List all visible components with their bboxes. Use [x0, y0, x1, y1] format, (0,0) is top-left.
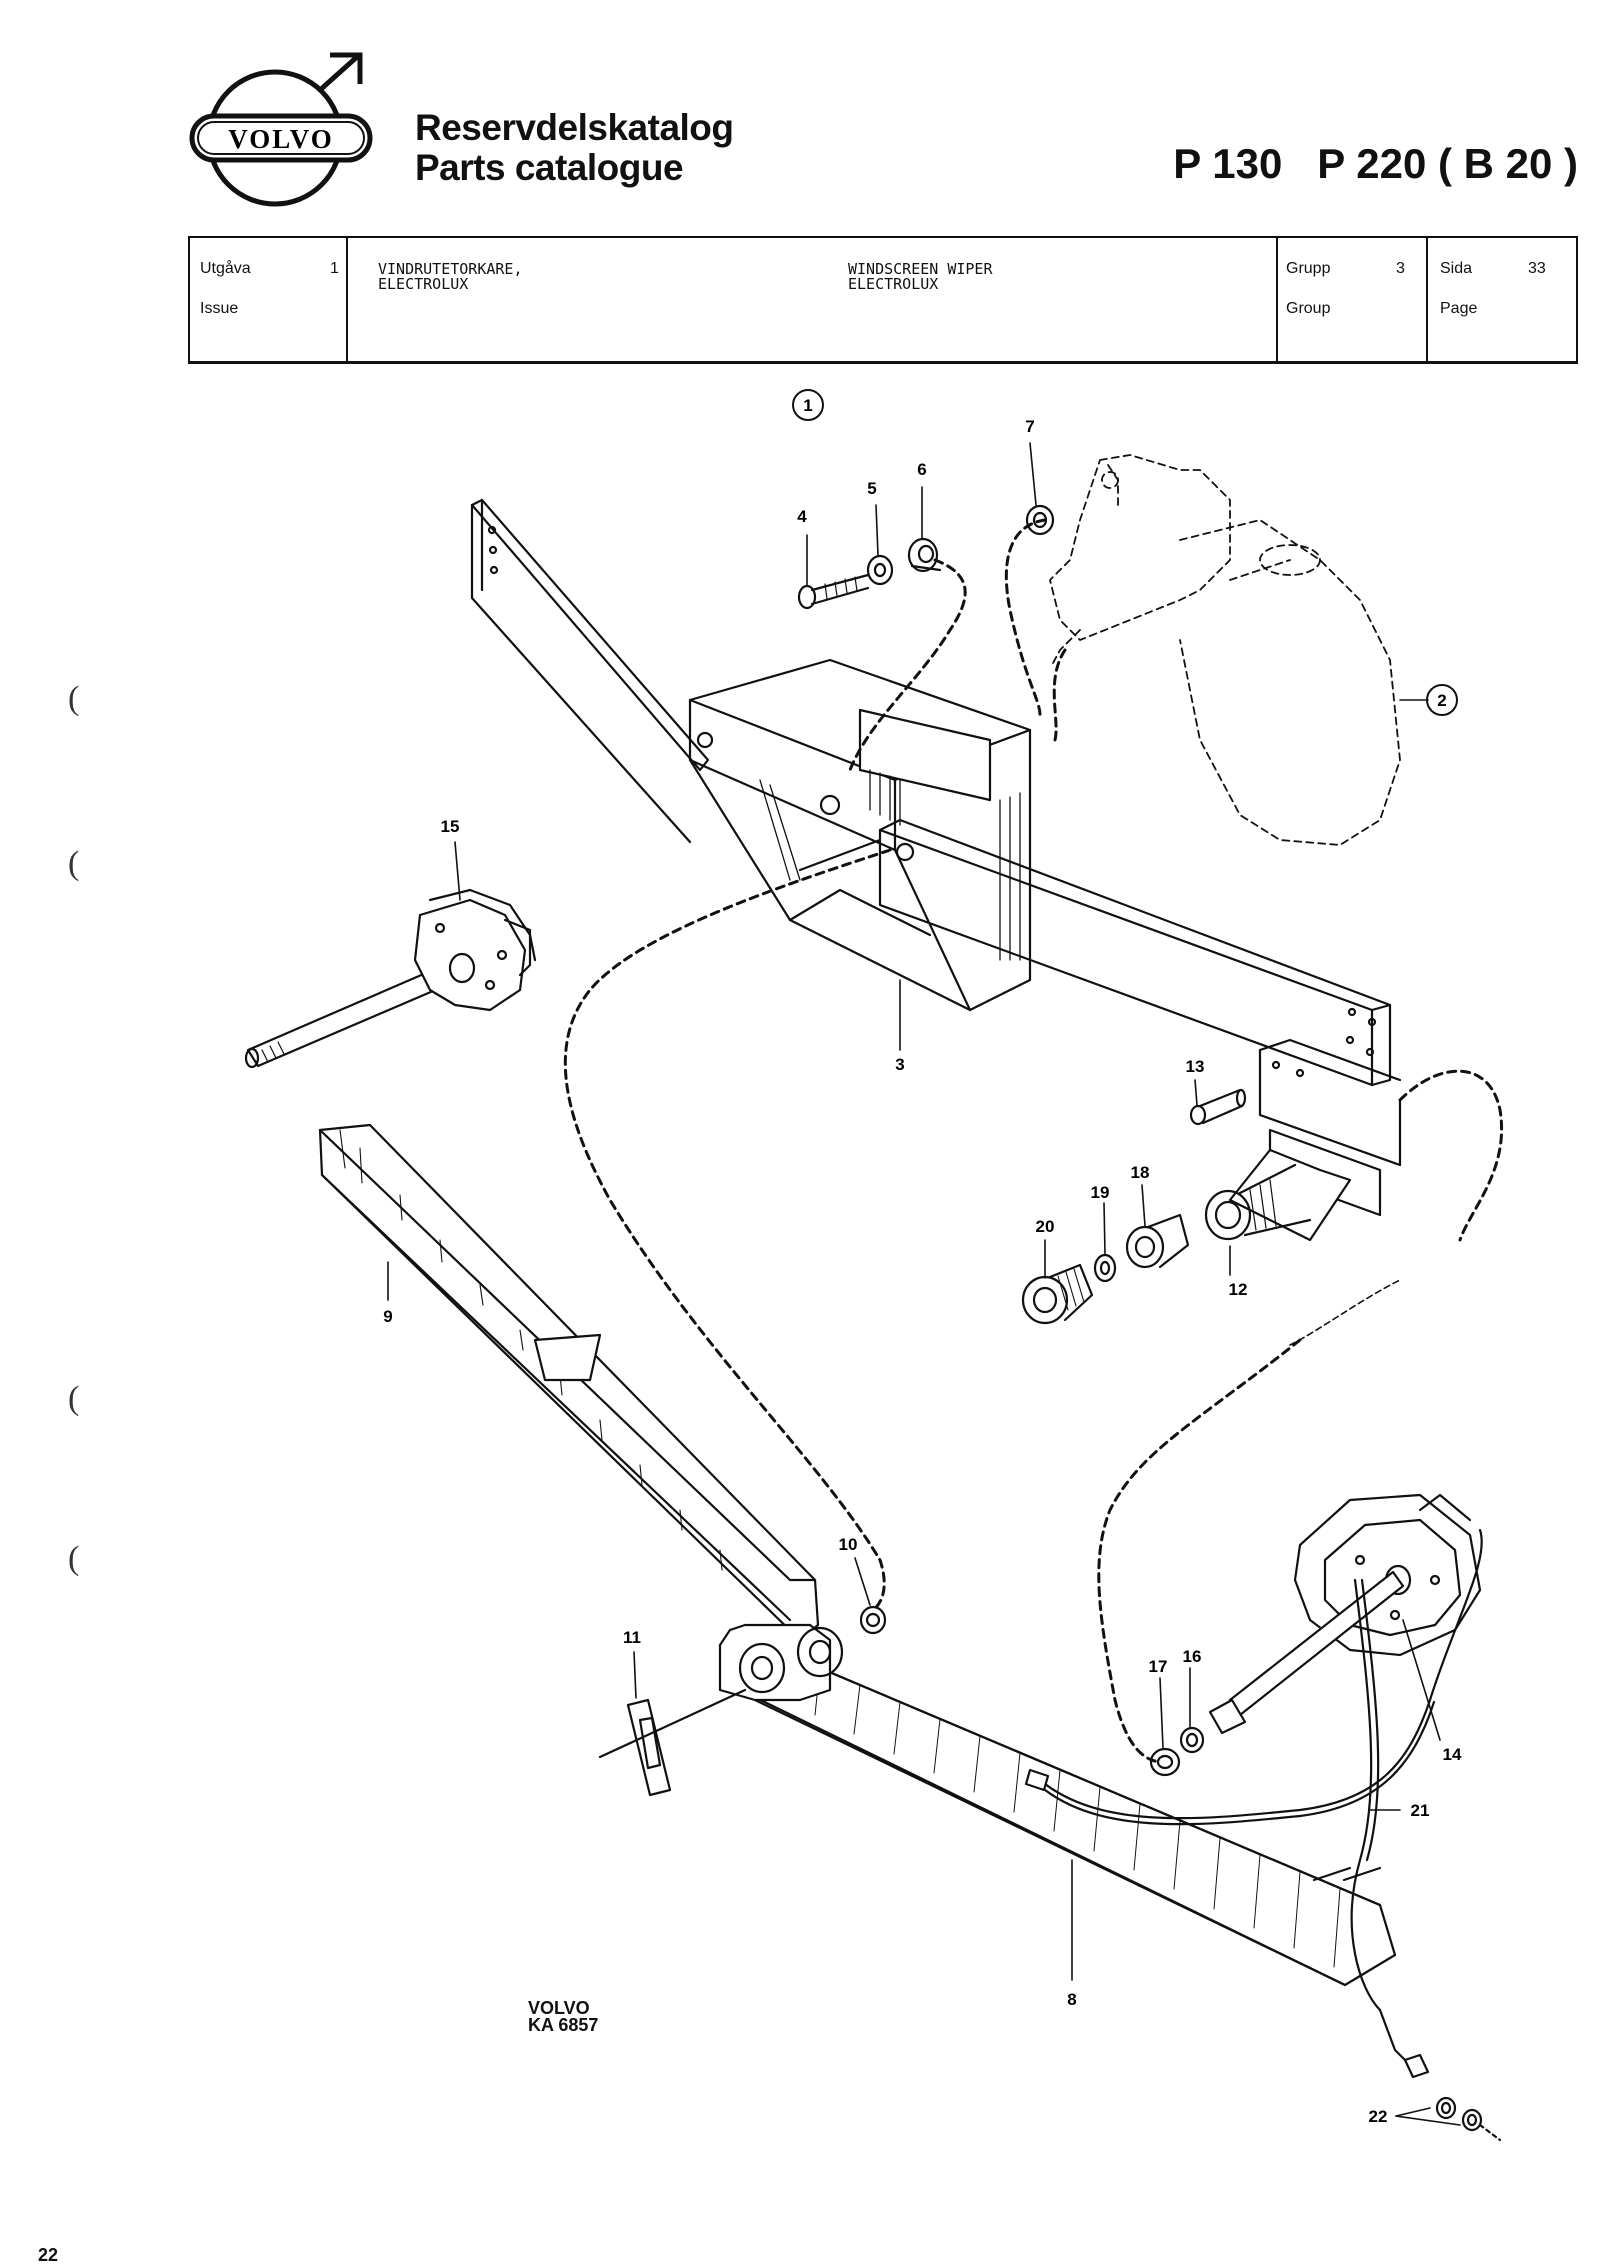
washer-16 [1179, 1726, 1205, 1754]
binder-mark: ( [68, 1380, 80, 1417]
illustration-ref-brand: VOLVO [528, 1998, 590, 2018]
clip-11 [598, 1688, 747, 1797]
callout-13: 13 [1186, 1057, 1205, 1076]
page-cell: Sida 33 Page [1426, 238, 1576, 361]
binder-mark: ( [68, 680, 80, 717]
spindle-12 [1204, 1148, 1352, 1242]
callout-17: 17 [1149, 1657, 1168, 1676]
callout-21: 21 [1411, 1801, 1430, 1820]
volvo-logo: VOLVO [189, 52, 373, 207]
callout-14: 14 [1443, 1745, 1462, 1764]
bushing-18 [1125, 1213, 1190, 1269]
reference-marker-2: 2 [1426, 684, 1458, 716]
page-label-sv: Sida [1440, 260, 1473, 277]
callout-18: 18 [1131, 1163, 1150, 1182]
illustration-reference: VOLVO KA 6857 [528, 1998, 599, 2035]
reference-marker-1: 1 [792, 389, 824, 421]
callout-7: 7 [1025, 417, 1034, 436]
screw-4 [797, 573, 870, 610]
description-cell: VINDRUTETORKARE, ELECTROLUX WINDSCREEN W… [346, 238, 1276, 361]
leader-lines [387, 442, 1461, 2126]
callout-19: 19 [1091, 1183, 1110, 1202]
wiper-arm-8 [718, 1623, 1397, 1987]
illustration-ref-code: KA 6857 [528, 2015, 599, 2035]
wiper-bracket-assembly [470, 498, 1402, 1217]
nut-20 [1021, 1263, 1094, 1325]
info-table: Utgåva 1 Issue VINDRUTETORKARE, ELECTROL… [188, 236, 1578, 364]
washer-10 [859, 1605, 887, 1635]
cam-assembly-14 [1208, 1493, 1482, 1735]
pin-13 [1189, 1088, 1247, 1126]
edition-label-en: Issue [200, 300, 239, 317]
description-sv: VINDRUTETORKARE, ELECTROLUX [378, 260, 523, 293]
edition-label-sv: Utgåva [200, 260, 251, 277]
edition-value: 1 [330, 260, 339, 277]
washer-19 [1093, 1253, 1117, 1283]
title-english: Parts catalogue [415, 147, 684, 188]
callout-22: 22 [1369, 2107, 1388, 2126]
page-label-en: Page [1440, 300, 1478, 317]
callout-20: 20 [1036, 1217, 1055, 1236]
group-label-en: Group [1286, 300, 1331, 317]
callout-16: 16 [1183, 1647, 1202, 1666]
group-label-sv: Grupp [1286, 260, 1331, 277]
callout-6: 6 [917, 460, 926, 479]
svg-text:2: 2 [1437, 691, 1446, 710]
callout-15: 15 [441, 817, 460, 836]
volvo-logo-text: VOLVO [228, 124, 333, 154]
washer-17 [1149, 1747, 1181, 1777]
cable-21 [1024, 1528, 1483, 2079]
callout-10: 10 [839, 1535, 858, 1554]
group-cell: Grupp 3 Group [1276, 238, 1426, 361]
callout-11: 11 [623, 1628, 641, 1647]
binder-mark: ( [68, 1540, 80, 1577]
wiper-motor [1049, 454, 1401, 846]
nuts-22 [1435, 2096, 1502, 2142]
exploded-parts-diagram: 1 2 3 4 5 6 7 8 9 10 11 12 13 14 15 16 1… [244, 389, 1503, 2142]
washer-5 [866, 554, 894, 586]
group-value: 3 [1396, 260, 1405, 277]
assembly-lines [563, 518, 1503, 1764]
wiper-spindle-15 [244, 888, 537, 1069]
description-en: WINDSCREEN WIPER ELECTROLUX [848, 260, 993, 293]
callout-8: 8 [1067, 1990, 1076, 2009]
wiper-arm-9 [318, 1123, 820, 1642]
callout-9: 9 [383, 1307, 392, 1326]
title-swedish: Reservdelskatalog [415, 107, 734, 148]
callout-3: 3 [895, 1055, 904, 1074]
grommet-6 [907, 537, 942, 573]
binder-mark: ( [68, 845, 80, 882]
page-number: 22 [38, 2245, 59, 2265]
callout-5: 5 [867, 479, 876, 498]
model-designation: P 130 P 220 ( B 20 ) [1173, 140, 1578, 187]
edition-cell: Utgåva 1 Issue [190, 238, 346, 361]
catalogue-title: Reservdelskatalog Parts catalogue [415, 108, 734, 188]
callout-4: 4 [797, 507, 807, 526]
svg-text:1: 1 [803, 396, 812, 415]
callout-12: 12 [1229, 1280, 1248, 1299]
page-value: 33 [1528, 260, 1546, 277]
